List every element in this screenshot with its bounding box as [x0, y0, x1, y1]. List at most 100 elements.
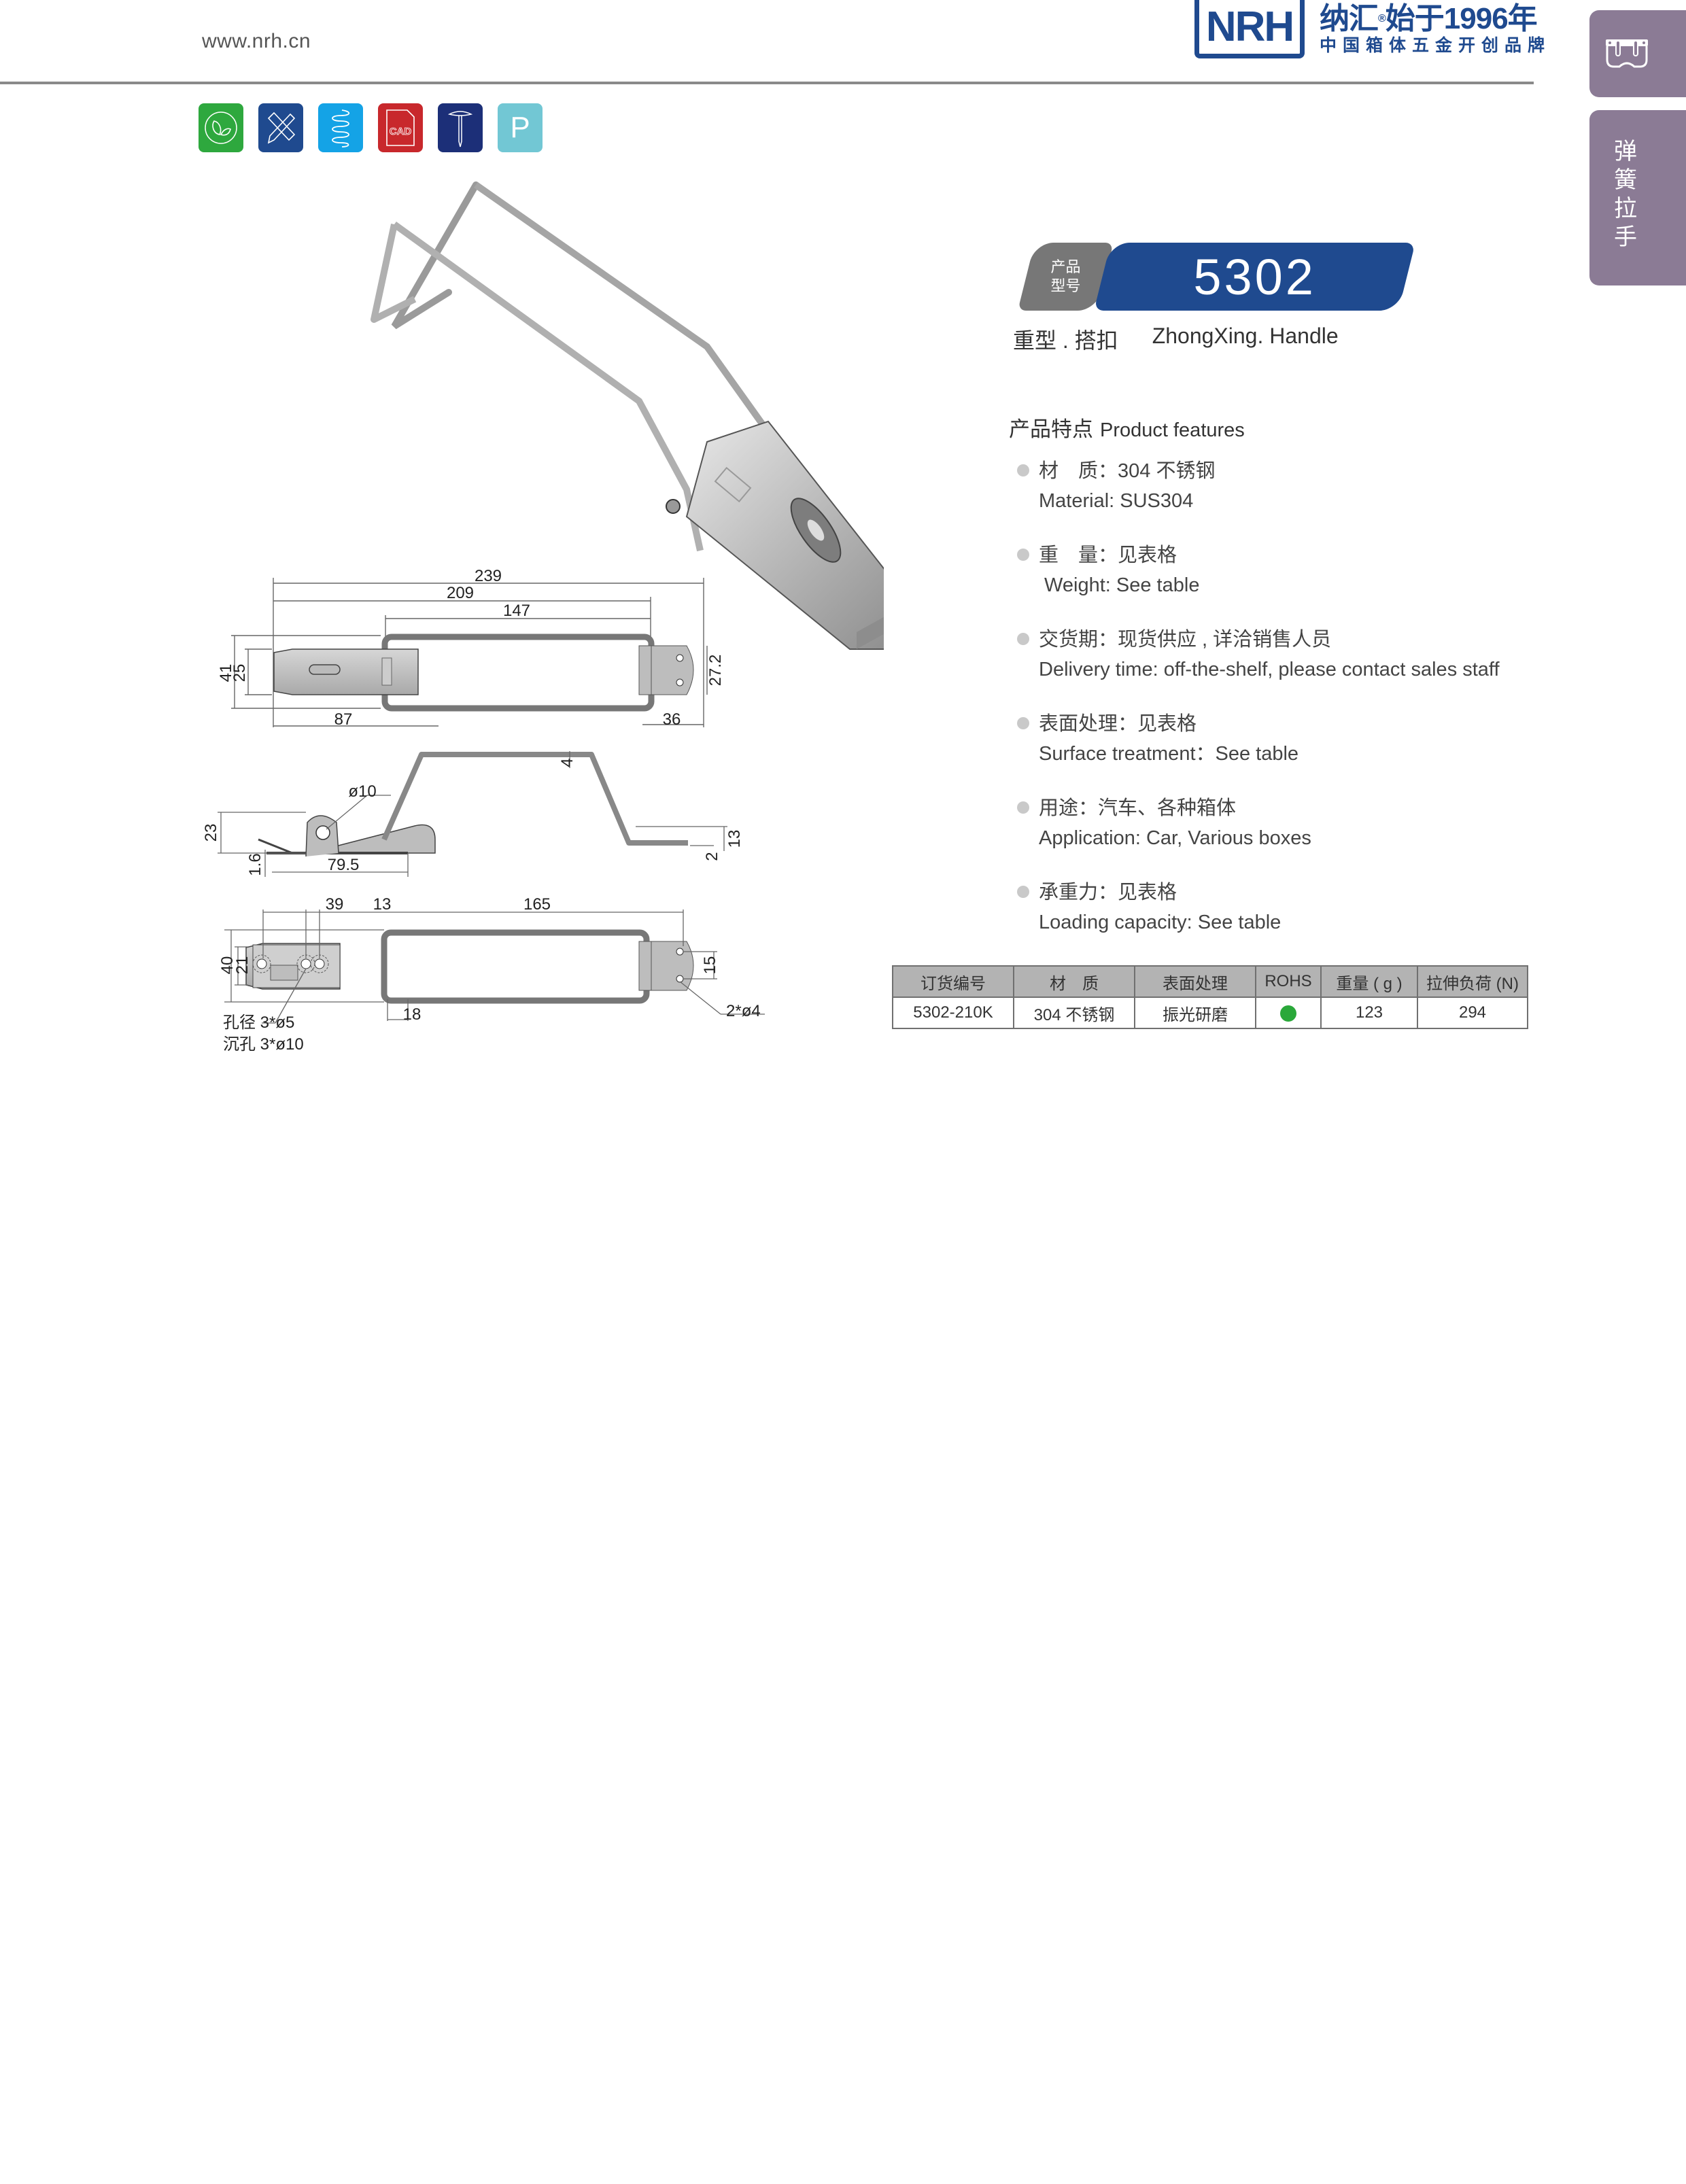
product-features: 产品特点 Product features 材 质：304 不锈钢 Materia… [1009, 412, 1500, 963]
dim-bottom-height-inner: 21 [233, 956, 252, 975]
table-row: 5302-210K 304 不锈钢 振光研磨 123 294 [892, 996, 1528, 1029]
dim-b: 13 [373, 895, 392, 914]
cell-load: 294 [1417, 996, 1528, 1029]
feature-icons-row: CAD P [199, 103, 543, 152]
side-view-drawing [218, 751, 727, 877]
side-tab-char: 弹 [1614, 139, 1637, 164]
feature-loading: 承重力：见表格 Loading capacity: See table [1009, 879, 1500, 939]
feature-surface: 表面处理：见表格 Surface treatment：See table [1009, 710, 1500, 770]
col-rohs: ROHS [1255, 965, 1322, 998]
dim-height-inner: 25 [230, 664, 249, 682]
logo-text: 纳汇®始于1996年 中国箱体五金开创品牌 [1320, 3, 1551, 56]
logo-brand-zh: 纳汇 [1320, 2, 1379, 35]
feature-material: 材 质：304 不锈钢 Material: SUS304 [1009, 457, 1500, 517]
feature-en: Weight: See table [1039, 574, 1200, 596]
hole-note-2: 沉孔 3*ø10 [223, 1035, 304, 1054]
dim-thickness: 1.6 [246, 853, 264, 876]
registered-mark: ® [1378, 13, 1386, 24]
website-url[interactable]: www.nrh.cn [202, 30, 311, 52]
feature-zh: 重 量：见表格 [1039, 544, 1177, 566]
feature-zh: 承重力：见表格 [1039, 882, 1177, 903]
side-tab-char: 簧 [1614, 167, 1637, 193]
dim-overall: 239 [475, 567, 502, 585]
features-title: 产品特点 Product features [1009, 412, 1500, 443]
dim-bottom-height-outer: 40 [218, 956, 237, 975]
brand-logo: NRH 纳汇®始于1996年 中国箱体五金开创品牌 [1194, 0, 1551, 58]
screw-icon [438, 103, 483, 152]
dim-left-len: 87 [334, 710, 353, 729]
logo-slogan: 纳汇®始于1996年 [1320, 3, 1551, 35]
model-label-line1: 产品 [1050, 258, 1081, 275]
side-tab-char: 手 [1614, 224, 1637, 250]
model-number: 5302 [1193, 248, 1316, 305]
dim-a: 39 [326, 895, 344, 914]
feature-application: 用途：汽车、各种箱体 Application: Car, Various box… [1009, 795, 1500, 854]
dim-d: 18 [403, 1005, 422, 1024]
col-surface: 表面处理 [1134, 965, 1256, 998]
product-name: 重型 . 搭扣 ZhongXing. Handle [1013, 324, 1339, 355]
dim-height-outer: 41 [217, 664, 235, 682]
header-divider [0, 82, 1534, 84]
feature-en: Delivery time: off-the-shelf, please con… [1039, 659, 1500, 680]
dim-plate-holes: 2*ø4 [726, 1002, 761, 1020]
product-name-zh: 重型 . 搭扣 [1013, 328, 1118, 353]
logo-since: 始于1996年 [1385, 2, 1538, 35]
features-title-zh: 产品特点 [1009, 417, 1093, 441]
col-load: 拉伸负荷 (N) [1417, 965, 1528, 998]
dim-c: 165 [523, 895, 551, 914]
latch-icon [1606, 39, 1648, 68]
col-weight: 重量 ( g ) [1320, 965, 1418, 998]
top-view-drawing [231, 578, 708, 727]
dim-wire: 4 [558, 758, 577, 767]
feature-delivery: 交货期：现货供应 , 详洽销售人员 Delivery time: off-the… [1009, 626, 1500, 686]
spec-table: 订货编号 材 质 表面处理 ROHS 重量 ( g ) 拉伸负荷 (N) 530… [892, 965, 1528, 1029]
cell-weight: 123 [1320, 996, 1418, 1029]
dim-mid: 209 [447, 584, 474, 602]
feature-zh: 表面处理：见表格 [1039, 713, 1197, 735]
nrh-logo-mark: NRH [1194, 0, 1305, 58]
feature-en: Application: Car, Various boxes [1039, 827, 1311, 849]
dim-hole-dia: ø10 [348, 782, 376, 801]
side-tab-spring-handle[interactable]: 弹 簧 拉 手 [1589, 110, 1686, 285]
bullet-dot [1017, 549, 1029, 561]
hole-note-1: 孔径 3*ø5 [223, 1013, 294, 1032]
dim-side-height: 23 [202, 824, 220, 842]
product-render [371, 181, 884, 650]
dim-plate-h: 27.2 [706, 655, 725, 687]
bottom-view-drawing [224, 909, 765, 1024]
feature-en: Loading capacity: See table [1039, 912, 1281, 933]
rohs-compliant-icon [1280, 1005, 1296, 1022]
svg-text:CAD: CAD [390, 126, 412, 137]
bullet-dot [1017, 717, 1029, 729]
feature-zh: 交货期：现货供应 , 详洽销售人员 [1039, 629, 1332, 651]
dim-loop: 147 [503, 602, 530, 620]
cell-order-code: 5302-210K [892, 996, 1014, 1029]
parking-p-icon: P [498, 103, 543, 152]
table-header-row: 订货编号 材 质 表面处理 ROHS 重量 ( g ) 拉伸负荷 (N) [892, 965, 1528, 998]
model-label-line2: 型号 [1050, 277, 1081, 294]
model-number-tag: 5302 [1094, 243, 1415, 311]
logo-tagline: 中国箱体五金开创品牌 [1320, 36, 1551, 55]
col-material: 材 质 [1013, 965, 1135, 998]
side-tab-char: 拉 [1614, 196, 1637, 222]
features-title-en: Product features [1100, 419, 1245, 441]
bullet-dot [1017, 633, 1029, 645]
spring-icon [318, 103, 363, 152]
dim-hook-h: 13 [725, 830, 744, 848]
dim-base-len: 79.5 [328, 856, 360, 874]
feature-zh: 用途：汽车、各种箱体 [1039, 797, 1237, 819]
cad-file-icon: CAD [378, 103, 423, 152]
feature-en: Surface treatment：See table [1039, 743, 1299, 765]
dim-plate-holes-span: 15 [701, 956, 719, 975]
feature-en: Material: SUS304 [1039, 490, 1194, 512]
product-model-badge: 产品 型号 5302 [1018, 243, 1415, 311]
side-tab-category-icon[interactable] [1589, 10, 1686, 97]
product-drawing: 239 209 147 41 25 87 36 27.2 ø10 23 1.6 … [202, 181, 884, 1054]
cell-material: 304 不锈钢 [1013, 996, 1135, 1029]
bullet-dot [1017, 801, 1029, 814]
feature-zh: 材 质：304 不锈钢 [1039, 460, 1216, 482]
eco-leaf-icon [199, 103, 243, 152]
bullet-dot [1017, 464, 1029, 476]
cell-surface: 振光研磨 [1134, 996, 1256, 1029]
product-name-en: ZhongXing. Handle [1152, 324, 1339, 348]
